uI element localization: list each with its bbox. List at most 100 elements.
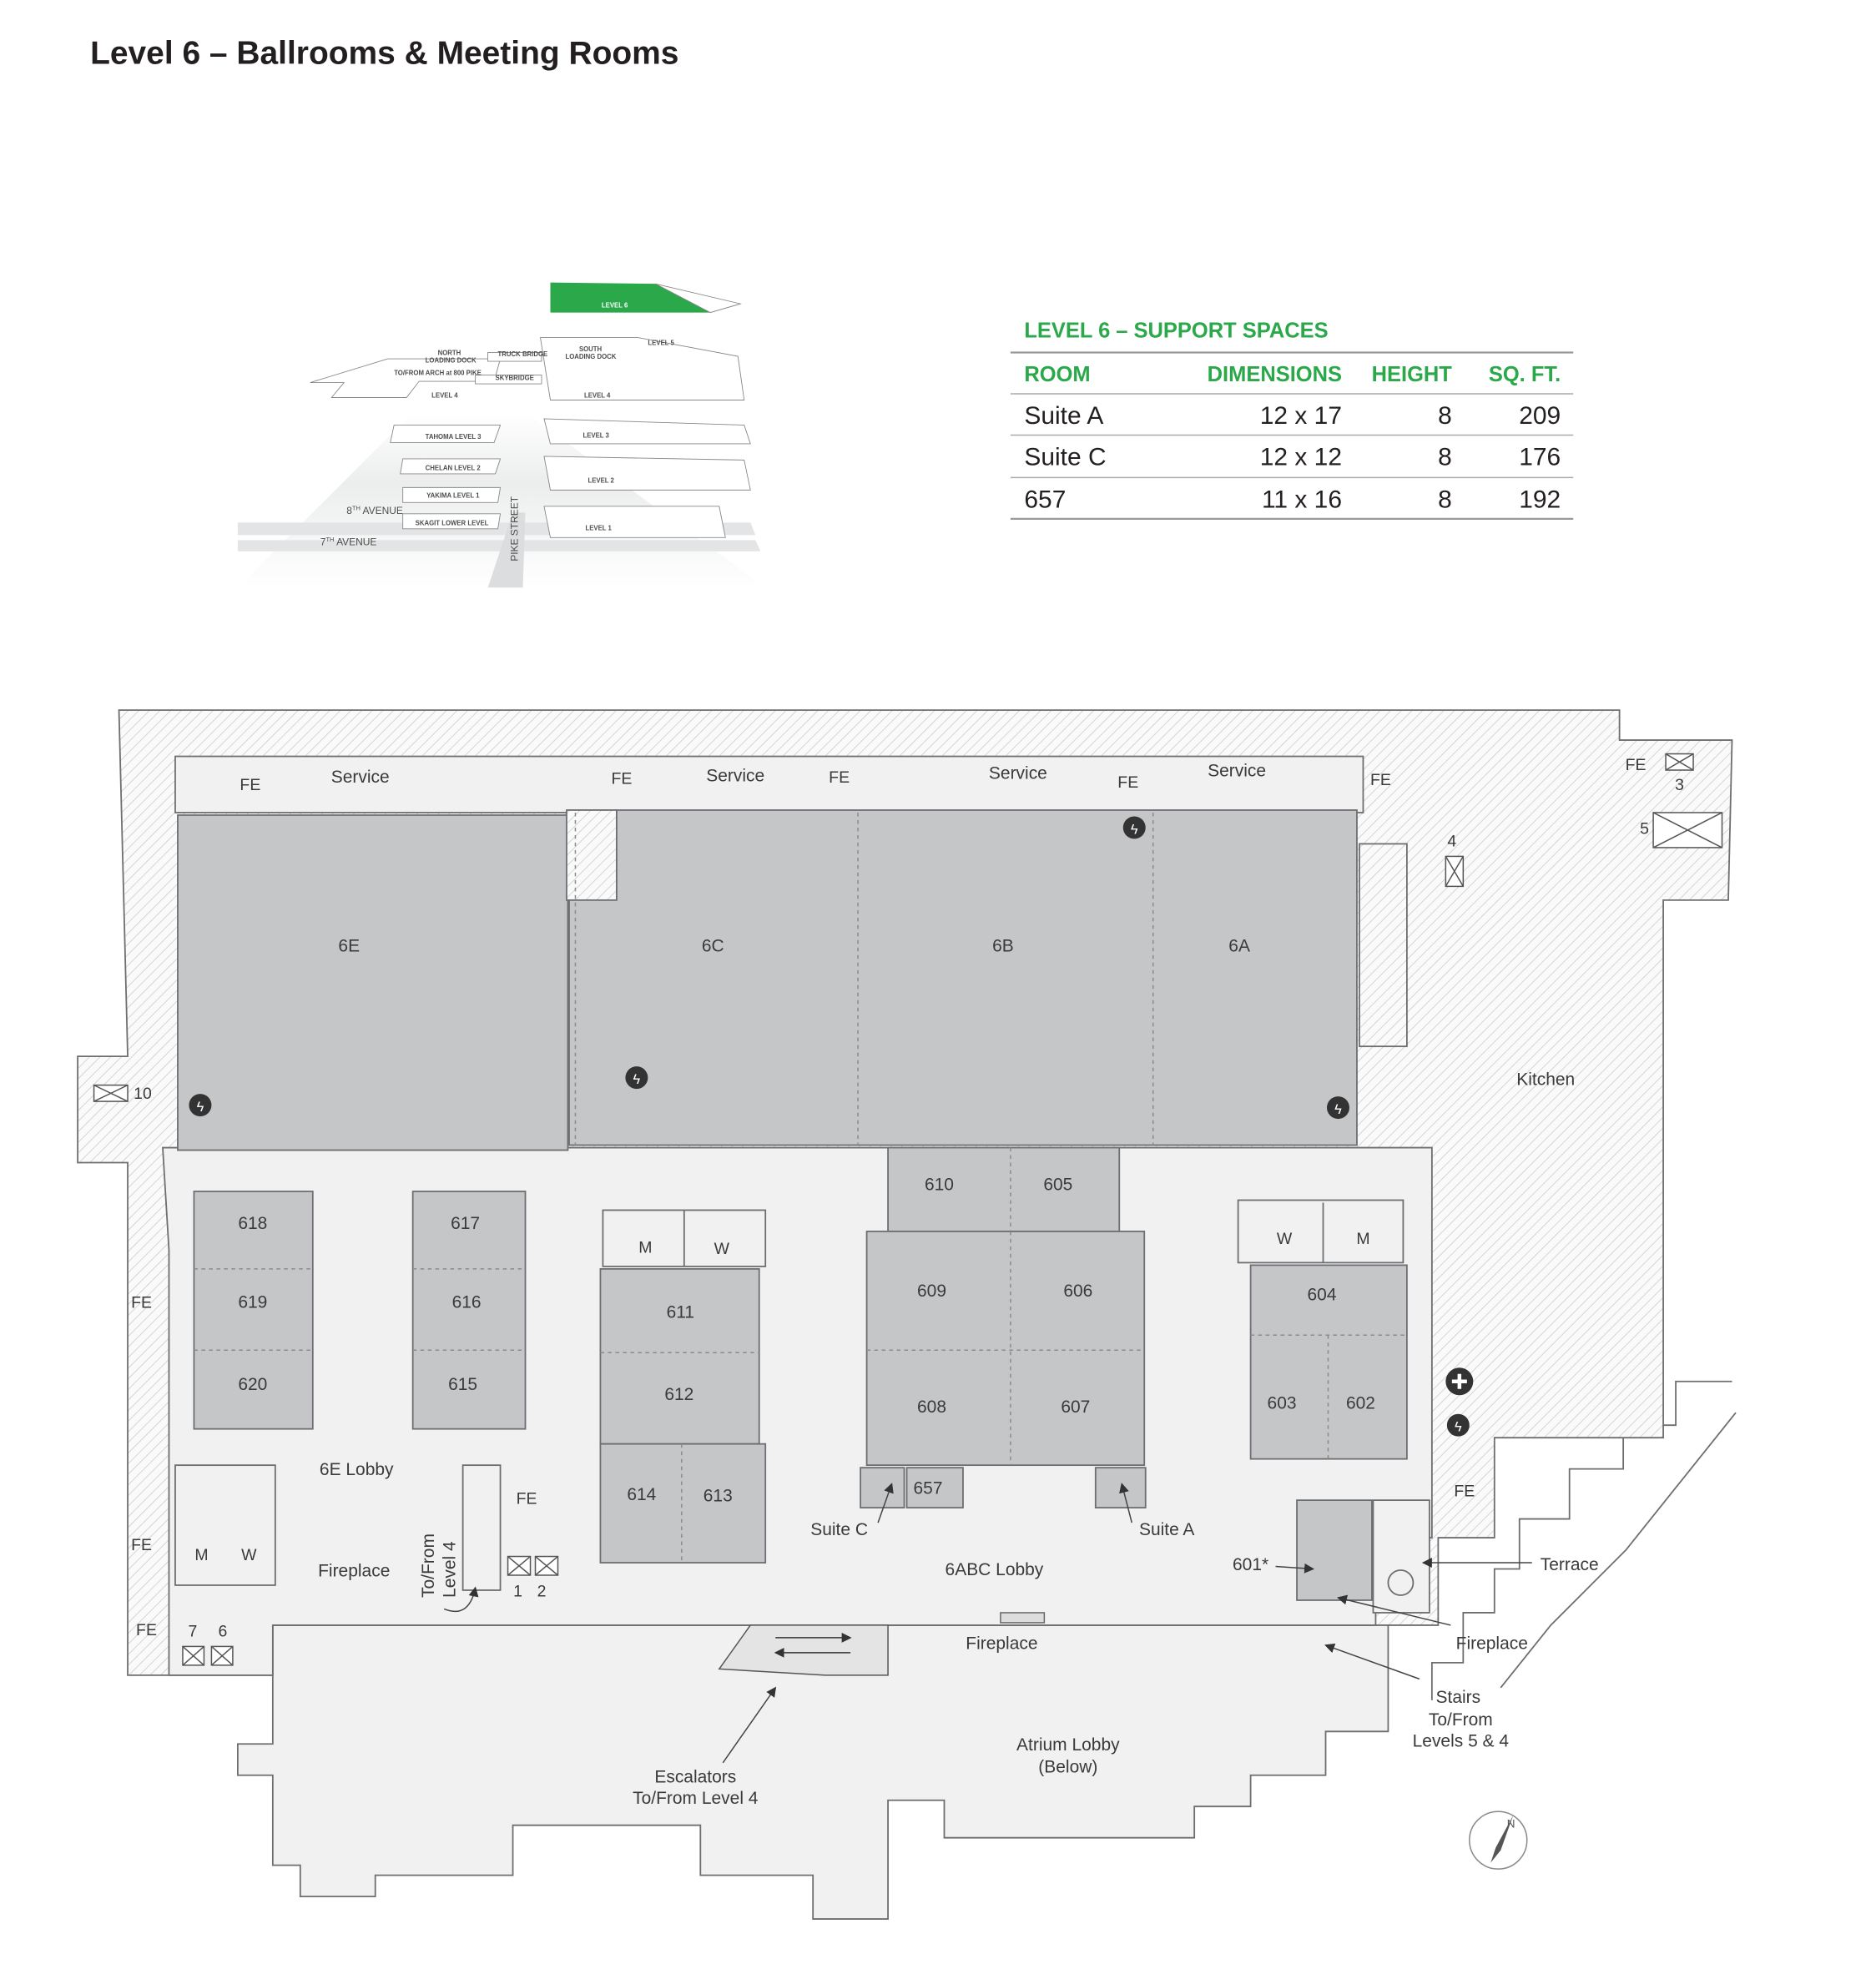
room-label-612: 612: [664, 1385, 693, 1404]
label-6abc-lobby: 6ABC Lobby: [946, 1560, 1044, 1579]
suite-a: [1094, 1467, 1147, 1508]
label-to-from: To/From: [419, 1533, 438, 1598]
room-601: [1296, 1499, 1373, 1601]
svg-text:N: N: [1507, 1818, 1515, 1831]
compass-north-icon: N: [1469, 1810, 1528, 1870]
street-7th: [237, 540, 761, 551]
room-606-609: [865, 1231, 1146, 1467]
stack-label-skagit: SKAGIT LOWER LEVEL: [416, 519, 489, 526]
label-fe: FE: [1370, 771, 1391, 789]
stack-label-level-4-left: LEVEL 4: [431, 391, 458, 399]
support-spaces-table: LEVEL 6 – SUPPORT SPACES ROOM DIMENSIONS…: [1010, 320, 1574, 520]
elevator-number: 2: [537, 1582, 547, 1600]
suite-c: [860, 1467, 905, 1508]
stack-label-south-dock-2: LOADING DOCK: [565, 353, 616, 360]
street-label-8th-avenue: 8TH AVENUE: [346, 504, 403, 516]
room-label-601: 601*: [1233, 1555, 1268, 1574]
stack-label-level-4-right: LEVEL 4: [584, 391, 611, 399]
pointer-line: [1324, 1643, 1420, 1680]
stack-label-arch: TO/FROM ARCH at 800 PIKE: [394, 370, 482, 377]
label-restroom-women: W: [241, 1546, 257, 1564]
street-label-pike: PIKE STREET: [509, 496, 521, 561]
room-label-6c: 6C: [702, 936, 724, 955]
stack-label-yakima: YAKIMA LEVEL 1: [426, 491, 480, 499]
label-suite-c: Suite C: [810, 1520, 868, 1539]
cell-dimensions: 11 x 16: [1262, 486, 1342, 513]
cell-height: 8: [1438, 443, 1452, 471]
elevator-number: 10: [134, 1085, 152, 1103]
room-label-617: 617: [451, 1214, 480, 1233]
stack-label-south-dock: SOUTH: [579, 345, 603, 353]
svg-text:ϟ: ϟ: [633, 1072, 641, 1087]
room-label-613: 613: [704, 1487, 733, 1506]
stack-label-truck-bridge: TRUCK BRIDGE: [498, 350, 548, 358]
floor-plan: ϟ ϟ ϟ ϟ ϟ N 6E 6C 6B 6A 618 619 620 617 …: [77, 709, 1737, 1920]
meeting-rooms: [174, 1146, 1430, 1614]
elevator-number: 5: [1640, 819, 1649, 838]
stack-label-north-dock: NORTH: [438, 350, 461, 357]
label-fe: FE: [611, 770, 632, 788]
label-fe: FE: [131, 1536, 152, 1554]
pointer-line: [1275, 1563, 1315, 1574]
terrace-area: [1372, 1499, 1430, 1614]
label-fireplace: Fireplace: [966, 1634, 1037, 1653]
room-611-612: [599, 1267, 760, 1445]
header-room: ROOM: [1024, 363, 1090, 386]
stack-label-chelan: CHELAN LEVEL 2: [426, 464, 482, 471]
table-row: Suite A 12 x 17 8 209: [1024, 402, 1561, 430]
label-fe: FE: [240, 776, 260, 794]
room-label-606: 606: [1063, 1282, 1092, 1301]
label-service: Service: [1208, 762, 1266, 781]
room-618-620: [193, 1191, 314, 1430]
elevators: [93, 753, 1723, 1666]
pointer-line: [877, 1483, 894, 1523]
room-label-611: 611: [667, 1302, 694, 1322]
label-service: Service: [331, 768, 390, 787]
stack-label-level-3: LEVEL 3: [582, 431, 609, 439]
ballroom-6abc: [568, 809, 1358, 1146]
elevator-number: 1: [513, 1582, 522, 1600]
escalators: [718, 1624, 889, 1676]
room-label-604: 604: [1308, 1285, 1337, 1304]
restroom-block: [1237, 1199, 1404, 1264]
label-fe: FE: [136, 1621, 157, 1639]
label-restroom-men: M: [194, 1546, 208, 1564]
aed-icon: ϟ: [189, 1094, 212, 1117]
street-label-7th-avenue: 7TH AVENUE: [320, 536, 377, 547]
terrace-edge: [1500, 1412, 1737, 1689]
level-stack-diagram: LEVEL 6 LEVEL 5 NORTH LOADING DOCK TRUCK…: [237, 282, 766, 588]
stack-label-skybridge: SKYBRIDGE: [496, 375, 534, 382]
header-sqft: SQ. FT.: [1489, 363, 1561, 386]
room-613-614: [599, 1443, 767, 1564]
svg-text:ϟ: ϟ: [197, 1100, 204, 1115]
room-label-657: 657: [914, 1479, 943, 1498]
label-service: Service: [706, 767, 764, 786]
elevator-number: 4: [1447, 832, 1456, 850]
label-fe: FE: [131, 1293, 152, 1312]
label-fireplace: Fireplace: [318, 1561, 390, 1580]
cell-sqft: 192: [1519, 486, 1561, 513]
label-restroom-women: W: [1277, 1230, 1293, 1248]
elevator-number: 7: [189, 1622, 198, 1640]
room-label-608: 608: [917, 1397, 946, 1417]
stack-label-north-dock-2: LOADING DOCK: [426, 357, 477, 365]
cell-sqft: 209: [1519, 402, 1561, 430]
room-label-616: 616: [452, 1292, 482, 1312]
elevator-number: 3: [1675, 776, 1684, 794]
label-fe: FE: [517, 1490, 537, 1508]
street-pike: [487, 512, 526, 588]
aed-icon: ϟ: [1446, 1413, 1470, 1437]
label-level-4: Level 4: [441, 1541, 460, 1598]
room-label-6b: 6B: [992, 936, 1014, 955]
room-label-6e: 6E: [338, 936, 360, 955]
aed-icon: ϟ: [625, 1066, 648, 1090]
svg-text:ϟ: ϟ: [1131, 822, 1138, 837]
room-615-617: [411, 1191, 527, 1430]
room-657: [905, 1467, 964, 1508]
room-label-602: 602: [1346, 1394, 1375, 1413]
atrium-lobby-area: [236, 1624, 1389, 1920]
fireplace-6abc: [1000, 1612, 1046, 1624]
pointer-line: [1337, 1594, 1451, 1626]
cell-room: Suite C: [1024, 443, 1106, 471]
